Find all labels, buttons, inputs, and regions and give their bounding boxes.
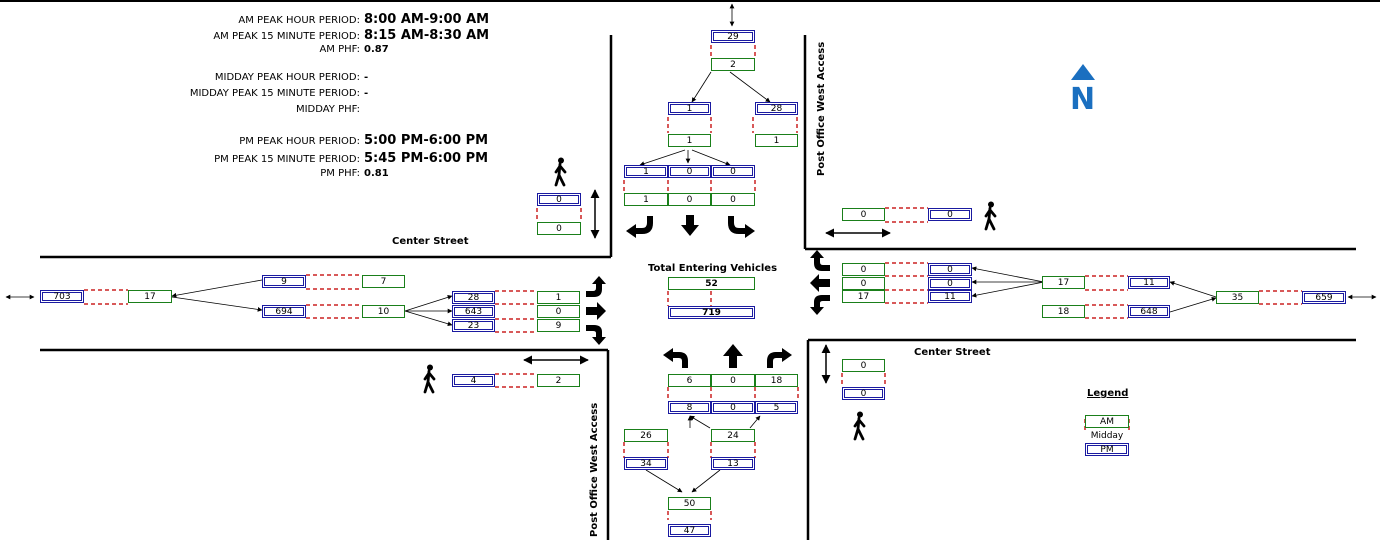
turn-arrow-n-thru bbox=[681, 215, 699, 236]
north-far-am: 2 bbox=[711, 58, 755, 71]
south-right-pm: 5 bbox=[755, 401, 798, 414]
am-peak-hour-row: AM PEAK HOUR PERIOD:8:00 AM-9:00 AM bbox=[238, 12, 490, 27]
south-thru-am: 0 bbox=[711, 374, 755, 387]
pm-peak-hour-row: PM PEAK HOUR PERIOD:5:00 PM-6:00 PM bbox=[239, 133, 489, 148]
street-label-po-north: Post Office West Access bbox=[816, 41, 827, 176]
total-entering-am: 52 bbox=[668, 277, 755, 290]
east-right-am: 17 bbox=[842, 290, 885, 303]
am-peak-15-row: AM PEAK 15 MINUTE PERIOD:8:15 AM-8:30 AM bbox=[213, 28, 490, 43]
total-entering-label: Total Entering Vehicles bbox=[648, 263, 778, 274]
am-phf-row: AM PHF:0.87 bbox=[319, 44, 389, 55]
midday-phf-row: MIDDAY PHF: bbox=[295, 104, 360, 115]
north-in-am: 1 bbox=[668, 134, 711, 147]
south-out-pm: 34 bbox=[624, 457, 668, 470]
south-far-pm: 47 bbox=[668, 524, 711, 537]
east-out-am: 18 bbox=[1042, 305, 1085, 318]
south-ped-am: 0 bbox=[842, 359, 885, 372]
west-far-pm: 703 bbox=[40, 290, 84, 303]
north-right-pm: 0 bbox=[711, 165, 755, 178]
east-ped-am: 0 bbox=[842, 208, 885, 221]
west-thru-am: 0 bbox=[537, 305, 580, 318]
turn-arrow-s-right bbox=[767, 348, 792, 368]
south-left-am: 6 bbox=[668, 374, 711, 387]
east-out-pm: 648 bbox=[1128, 305, 1170, 318]
turn-arrow-w-left bbox=[586, 276, 606, 297]
east-left-am: 0 bbox=[842, 263, 885, 276]
east-far-pm: 659 bbox=[1302, 291, 1346, 304]
pm-peak-15-row: PM PEAK 15 MINUTE PERIOD:5:45 PM-6:00 PM bbox=[214, 151, 489, 166]
pedestrian-icon-se bbox=[853, 411, 866, 441]
pedestrian-icon-sw bbox=[423, 364, 436, 394]
turn-arrow-s-left bbox=[663, 348, 688, 368]
east-left-pm: 0 bbox=[928, 263, 972, 276]
west-out-pm: 9 bbox=[262, 275, 306, 288]
north-ped-am: 0 bbox=[537, 222, 581, 235]
west-ped-am: 2 bbox=[537, 374, 580, 387]
east-right-pm: 11 bbox=[928, 290, 972, 303]
south-thru-pm: 0 bbox=[711, 401, 755, 414]
north-left-am: 1 bbox=[624, 193, 668, 206]
west-thru-pm: 643 bbox=[452, 305, 495, 318]
west-right-am: 9 bbox=[537, 319, 580, 332]
south-left-pm: 8 bbox=[668, 401, 711, 414]
north-thru-am: 0 bbox=[668, 193, 711, 206]
south-ped-pm: 0 bbox=[842, 387, 885, 400]
turn-arrow-e-thru bbox=[810, 274, 830, 292]
west-left-pm: 28 bbox=[452, 291, 495, 304]
east-far-am: 35 bbox=[1216, 291, 1259, 304]
pm-phf-row: PM PHF:0.81 bbox=[320, 168, 389, 179]
east-thru-pm: 0 bbox=[928, 277, 972, 290]
west-in-pm: 694 bbox=[262, 305, 306, 318]
legend-pm: PM bbox=[1085, 443, 1129, 456]
street-label-center-east: Center Street bbox=[914, 347, 991, 358]
turn-arrow-s-thru bbox=[723, 344, 743, 368]
west-ped-pm: 4 bbox=[452, 374, 495, 387]
turn-arrow-e-right bbox=[810, 250, 830, 271]
turn-arrow-n-right bbox=[626, 216, 653, 238]
midday-peak-15-row: MIDDAY PEAK 15 MINUTE PERIOD:- bbox=[189, 88, 369, 99]
street-label-center-west: Center Street bbox=[392, 236, 469, 247]
west-left-am: 1 bbox=[537, 291, 580, 304]
turn-arrow-w-right bbox=[586, 325, 606, 345]
west-right-pm: 23 bbox=[452, 319, 495, 332]
east-thru-am: 0 bbox=[842, 277, 885, 290]
north-arrow-icon bbox=[1071, 64, 1095, 80]
west-in-am: 10 bbox=[362, 305, 405, 318]
south-right-am: 18 bbox=[755, 374, 798, 387]
north-out-pm: 28 bbox=[755, 102, 798, 115]
pedestrian-icon-nw bbox=[554, 157, 567, 187]
north-thru-pm: 0 bbox=[668, 165, 711, 178]
turn-arrow-e-left bbox=[810, 295, 830, 315]
turn-arrow-n-left bbox=[728, 216, 755, 238]
south-in-am: 24 bbox=[711, 429, 755, 442]
north-out-am: 1 bbox=[755, 134, 798, 147]
west-far-am: 17 bbox=[128, 290, 172, 303]
midday-peak-hour-row: MIDDAY PEAK HOUR PERIOD:- bbox=[214, 72, 369, 83]
north-ped-pm: 0 bbox=[537, 193, 581, 206]
total-entering-pm: 719 bbox=[668, 306, 755, 319]
turn-arrow-w-thru bbox=[586, 302, 606, 320]
legend-am: AM bbox=[1085, 415, 1129, 428]
south-out-am: 26 bbox=[624, 429, 668, 442]
north-left-pm: 1 bbox=[624, 165, 668, 178]
north-label: N bbox=[1070, 82, 1096, 117]
east-ped-pm: 0 bbox=[928, 208, 972, 221]
south-in-pm: 13 bbox=[711, 457, 755, 470]
legend-title: Legend bbox=[1087, 388, 1129, 399]
legend-midday: Midday bbox=[1085, 430, 1129, 443]
north-right-am: 0 bbox=[711, 193, 755, 206]
north-far-pm: 29 bbox=[711, 30, 755, 43]
street-label-po-south: Post Office West Access bbox=[589, 402, 600, 537]
east-in-pm: 11 bbox=[1128, 276, 1170, 289]
north-in-pm: 1 bbox=[668, 102, 711, 115]
east-in-am: 17 bbox=[1042, 276, 1085, 289]
west-out-am: 7 bbox=[362, 275, 405, 288]
south-far-am: 50 bbox=[668, 497, 711, 510]
pedestrian-icon-ne bbox=[984, 201, 997, 231]
